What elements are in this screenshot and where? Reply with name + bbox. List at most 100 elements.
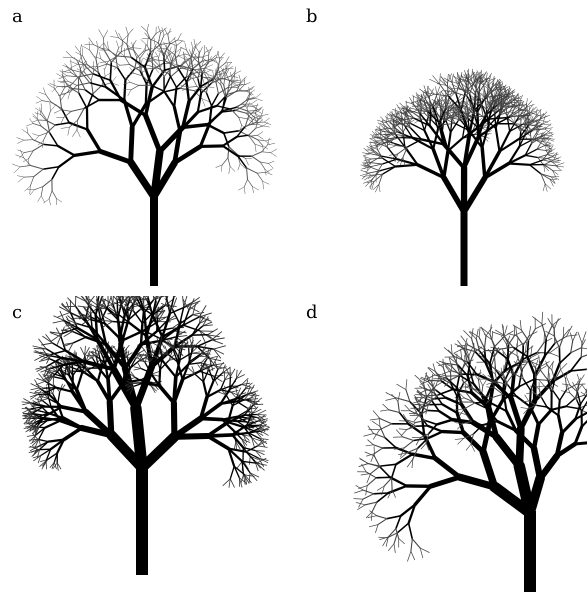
tree-branch bbox=[72, 130, 77, 137]
tree-branch bbox=[31, 166, 44, 170]
tree-branch bbox=[408, 551, 411, 561]
tree-branch bbox=[76, 52, 83, 56]
tree-branch bbox=[62, 74, 65, 82]
tree-branch bbox=[28, 158, 29, 165]
tree-branch bbox=[232, 71, 236, 76]
tree-branch bbox=[370, 419, 380, 420]
tree-branch bbox=[131, 57, 145, 67]
tree-branch bbox=[363, 494, 374, 499]
tree-branch bbox=[378, 519, 387, 525]
tree-branch bbox=[49, 199, 51, 205]
tree-branch bbox=[97, 41, 98, 49]
tree-branch bbox=[27, 127, 28, 133]
tree-branch bbox=[200, 146, 222, 147]
tree-branch bbox=[556, 163, 564, 166]
tree-branch bbox=[581, 343, 582, 357]
tree-branch bbox=[41, 399, 48, 401]
tree-branch bbox=[534, 449, 540, 479]
tree-branch bbox=[60, 96, 62, 109]
tree-branch bbox=[230, 479, 234, 488]
tree-branch bbox=[45, 421, 61, 428]
tree-branch bbox=[43, 167, 59, 169]
tree-branch bbox=[392, 478, 393, 489]
tree-branch bbox=[101, 59, 108, 64]
tree-branch bbox=[228, 158, 230, 167]
tree-branch bbox=[255, 94, 261, 99]
tree-branch bbox=[93, 86, 102, 94]
tree-branch bbox=[121, 41, 122, 52]
tree-branch bbox=[571, 357, 582, 371]
tree-branch bbox=[229, 167, 230, 174]
tree-branch bbox=[249, 399, 258, 400]
tree-branch bbox=[355, 490, 364, 493]
tree-branch bbox=[193, 312, 204, 314]
tree-branch bbox=[61, 127, 70, 128]
tree-branch bbox=[47, 111, 50, 120]
tree-panel-c: c bbox=[0, 296, 293, 592]
tree-branch bbox=[521, 407, 528, 408]
tree-branch bbox=[381, 410, 389, 411]
tree-branch bbox=[369, 429, 380, 430]
tree-branch bbox=[110, 62, 111, 80]
tree-branch bbox=[261, 114, 268, 116]
tree-branch bbox=[201, 419, 223, 420]
tree-branch bbox=[29, 119, 33, 124]
tree-branch bbox=[494, 76, 495, 86]
tree-trunk bbox=[150, 195, 158, 286]
tree-branch bbox=[366, 486, 368, 495]
tree-branch bbox=[136, 408, 142, 468]
tree-branch bbox=[130, 82, 139, 85]
tree-branch bbox=[214, 346, 226, 349]
tree-branch bbox=[264, 118, 269, 122]
tree-branch bbox=[212, 94, 219, 106]
tree-branch bbox=[258, 446, 268, 448]
tree-branch bbox=[63, 72, 71, 73]
tree-branch bbox=[201, 73, 202, 87]
tree-branch bbox=[440, 74, 441, 85]
tree-branch bbox=[409, 523, 413, 539]
tree-branch bbox=[531, 357, 540, 361]
tree-branch bbox=[174, 403, 175, 437]
tree-branch bbox=[571, 341, 573, 353]
tree-branch bbox=[107, 64, 117, 68]
tree-branch bbox=[178, 40, 185, 42]
tree-branch bbox=[263, 122, 268, 126]
tree-branch bbox=[198, 106, 217, 112]
tree-c-icon bbox=[0, 296, 293, 592]
tree-branch bbox=[263, 181, 264, 189]
tree-branch bbox=[64, 428, 82, 440]
tree-branch bbox=[227, 63, 228, 70]
tree-branch bbox=[23, 403, 32, 405]
tree-branch bbox=[415, 486, 431, 504]
tree-branch bbox=[155, 52, 158, 58]
tree-branch bbox=[79, 93, 87, 109]
tree-branch bbox=[571, 333, 573, 341]
tree-panel-d: d bbox=[294, 296, 587, 592]
tree-branch bbox=[146, 115, 160, 151]
tree-branch bbox=[261, 109, 263, 116]
tree-branch bbox=[141, 40, 148, 46]
tree-branch bbox=[31, 388, 40, 390]
tree-branch bbox=[43, 179, 52, 186]
tree-branch bbox=[387, 516, 401, 519]
tree-branch bbox=[562, 419, 575, 433]
tree-branch bbox=[104, 30, 108, 38]
tree-branch bbox=[368, 516, 377, 518]
tree-branch bbox=[442, 404, 457, 413]
tree-branch bbox=[404, 441, 413, 448]
tree-branch bbox=[64, 306, 75, 307]
tree-branch bbox=[234, 80, 240, 81]
tree-branch bbox=[380, 419, 392, 424]
panel-label-a: a bbox=[12, 8, 23, 26]
tree-branch bbox=[548, 369, 549, 380]
tree-b-icon bbox=[294, 0, 587, 296]
tree-branch bbox=[147, 24, 149, 32]
tree-branch bbox=[212, 340, 223, 344]
tree-branch bbox=[178, 33, 182, 40]
tree-branch bbox=[49, 191, 52, 199]
tree-branch bbox=[452, 74, 453, 83]
tree-branch bbox=[399, 429, 407, 430]
tree-trunk bbox=[136, 466, 148, 575]
tree-branch bbox=[248, 179, 253, 186]
tree-branch bbox=[145, 44, 146, 51]
